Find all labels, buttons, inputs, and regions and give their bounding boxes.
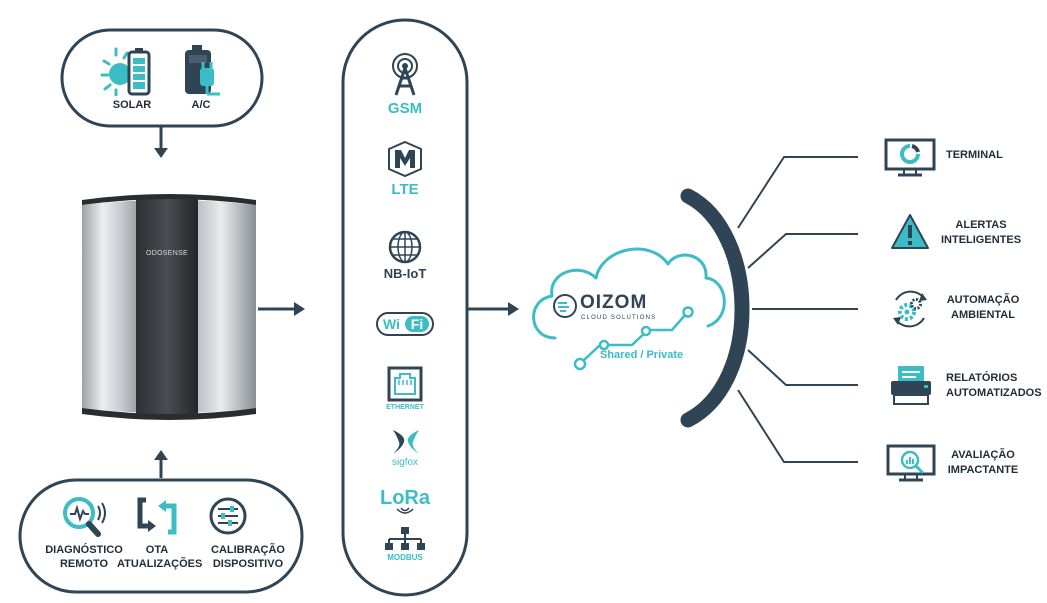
branch-lines: [737, 156, 858, 463]
gsm-label: GSM: [387, 100, 423, 117]
distribution-arc: [680, 188, 750, 428]
cloud-subtitle: CLOUD SOLUTIONS: [581, 315, 657, 321]
calibration-label-2: DISPOSITIVO: [212, 558, 284, 570]
connectivity-capsule: [341, 18, 469, 597]
nbiot-globe-icon: [388, 230, 422, 264]
alerts-label-2: INTELIGENTES: [940, 234, 1022, 246]
device-brand-label: ODOSENSE: [145, 250, 189, 257]
modbus-network-icon: [385, 527, 425, 550]
power-source-box: [60, 28, 264, 128]
lora-label: LoRa: [380, 487, 430, 509]
impact-label-1: AVALIAÇÃO: [951, 449, 1015, 461]
smart-alert-icon: [891, 214, 929, 249]
cloud-brand: OIZOM: [580, 292, 648, 313]
automation-label-2: AMBIENTAL: [951, 309, 1015, 321]
power-arrow-head: [154, 148, 168, 158]
lte-label: LTE: [391, 181, 419, 198]
sigfox-icon: [393, 430, 419, 454]
reports-label-2: AUTOMATIZADOS: [946, 387, 1042, 399]
terminal-monitor-icon: [884, 138, 936, 177]
impact-label-2: IMPACTANTE: [947, 464, 1019, 476]
gsm-tower-icon: [392, 53, 418, 96]
ac-label: A/C: [191, 99, 211, 111]
diagnostics-label-1: DIAGNÓSTICO: [45, 544, 123, 556]
oizom-logo-icon: [553, 294, 577, 318]
cloud-arrow-head: [508, 302, 519, 316]
alerts-label-1: ALERTAS: [955, 219, 1007, 231]
remote-diagnostics-icon: [63, 497, 106, 537]
reports-label-1: RELATÓRIOS: [946, 372, 1018, 384]
lte-m-icon: [388, 140, 422, 178]
wifi-label-a: Wi: [383, 316, 400, 332]
ac-power-icon: [185, 45, 220, 96]
wifi-label-b: Fi: [405, 316, 429, 332]
sigfox-label: sigfox: [391, 457, 419, 468]
solar-label: SOLAR: [112, 99, 152, 111]
calibration-sliders-icon: [209, 497, 247, 535]
calibration-label-1: CALIBRAÇÃO: [211, 544, 285, 556]
impact-assessment-icon: [886, 444, 936, 482]
solar-icon: [100, 47, 151, 96]
cloud-mode-label: Shared / Private: [600, 349, 684, 361]
network-nodes: [573, 306, 694, 371]
device-arrow-head: [294, 302, 305, 316]
nbiot-label: NB-IoT: [383, 266, 427, 281]
ethernet-port-icon: [387, 366, 423, 402]
automation-label-1: AUTOMAÇÃO: [946, 294, 1020, 306]
automation-gears-icon: [893, 290, 927, 328]
ethernet-label: ETHERNET: [386, 404, 424, 411]
modbus-label: MODBUS: [387, 553, 423, 562]
diagnostics-label-2: REMOTO: [59, 558, 109, 570]
odosense-device: [82, 194, 256, 420]
ota-label-1: OTA: [145, 544, 169, 556]
terminal-label: TERMINAL: [946, 149, 1003, 161]
remote-arrow-head: [154, 450, 168, 460]
ota-label-2: ATUALIZAÇÕES: [117, 558, 203, 570]
report-printer-icon: [891, 366, 931, 405]
lora-signal-icon: [396, 507, 414, 514]
ota-update-icon: [137, 497, 177, 535]
wifi-badge: Wi Fi: [376, 312, 434, 336]
cloud-outline: [532, 247, 726, 340]
